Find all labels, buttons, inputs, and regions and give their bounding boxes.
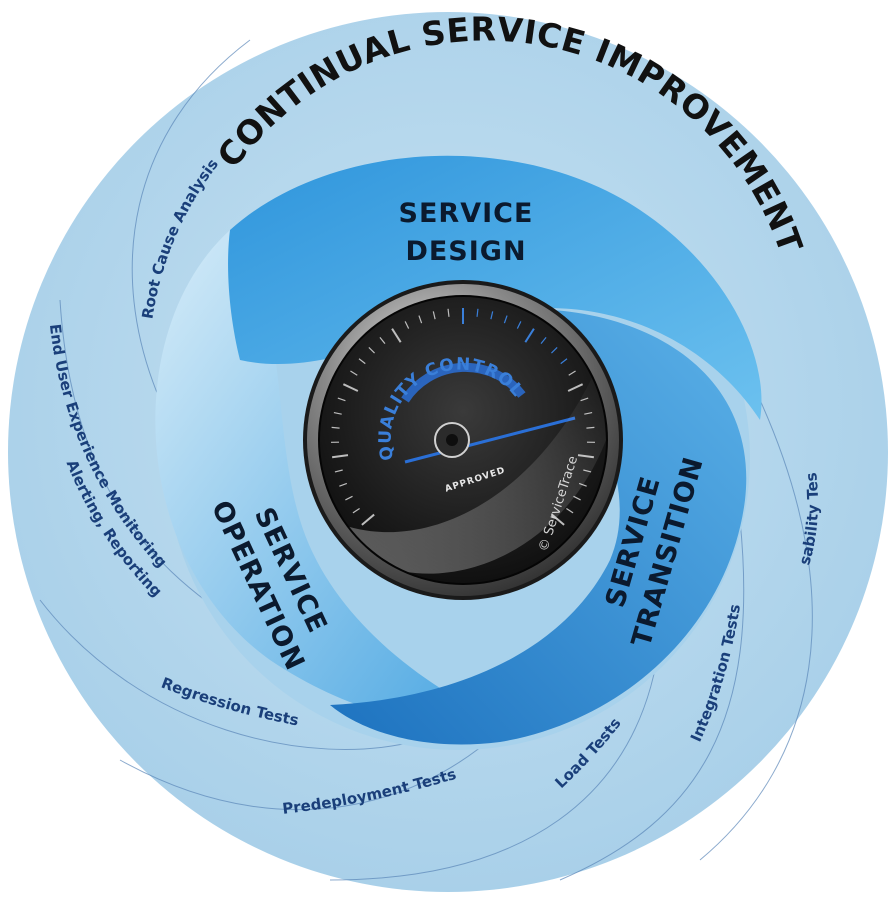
gauge-tick (342, 383, 359, 392)
gauge-tick (337, 397, 346, 402)
gauge-tick (350, 370, 358, 376)
service-design-label-line-2: DESIGN (405, 236, 526, 267)
gauge-tick (345, 495, 353, 501)
gauge-tick (331, 454, 349, 459)
gauge-tick (333, 411, 342, 415)
service-design-label-line-1: SERVICE (399, 198, 534, 229)
service-design-label: SERVICE DESIGN (399, 198, 534, 267)
gauge-tick (447, 308, 450, 317)
gauge-tick (540, 337, 547, 345)
gauge-tick (331, 426, 340, 429)
gauge-tick (566, 507, 574, 514)
gauge-tick (524, 328, 535, 343)
gauge-tick (334, 469, 343, 473)
gauge-tick (568, 370, 576, 376)
gauge-gloss (330, 360, 606, 574)
swirl-line-5 (329, 639, 661, 881)
gauge-tick (352, 507, 360, 514)
gauge-tick (368, 347, 375, 354)
service-transition-lobe (330, 309, 747, 745)
gauge-tick (573, 495, 581, 501)
gauge-tick (516, 321, 522, 329)
swirl-line-7 (699, 399, 813, 861)
swirl-line-1 (131, 39, 251, 401)
swirl-line-6 (559, 519, 745, 881)
gauge-arc (401, 362, 526, 403)
gauge-tick (339, 482, 348, 487)
gauge-tick (404, 321, 410, 329)
swirl-line-3 (39, 599, 421, 750)
gauge-tick (567, 383, 584, 392)
gauge-tick (476, 308, 479, 317)
quality-control-gauge: QUALITY CONTROL APPROVED © ServiceTrace (303, 280, 623, 600)
gauge-tick (418, 315, 423, 324)
gauge-tick (503, 315, 508, 324)
gauge-tick (361, 513, 375, 526)
gauge-tick (490, 311, 494, 320)
gauge-tick (560, 358, 568, 365)
gauge-needle (404, 416, 576, 464)
gauge-tick (379, 337, 386, 345)
gauge-tick (551, 347, 558, 354)
gauge-hub-center (446, 434, 458, 446)
gauge-ticks (331, 308, 595, 526)
gauge-tick (432, 311, 436, 320)
gauge-tick (391, 328, 402, 343)
gauge-tick (358, 358, 366, 365)
